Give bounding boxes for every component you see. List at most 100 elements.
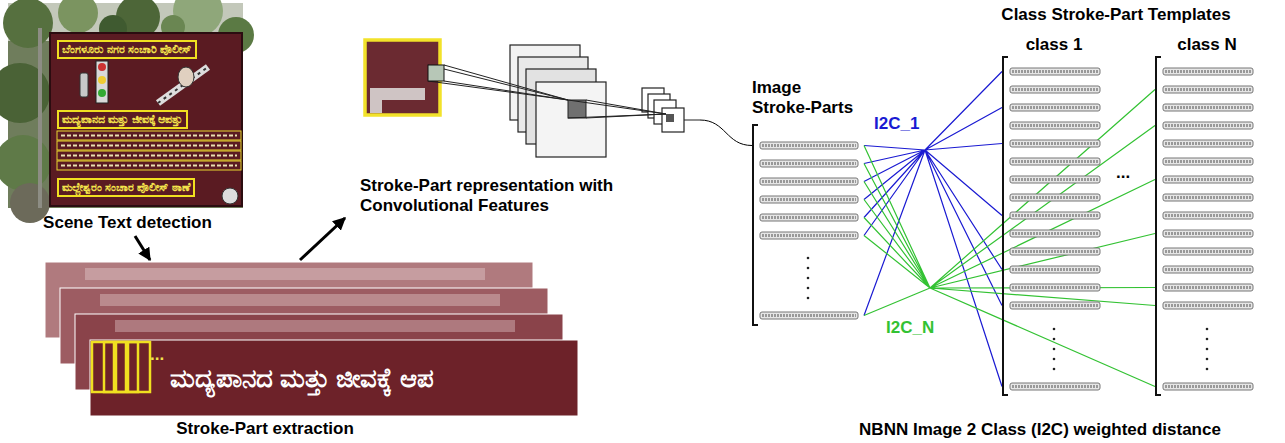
feature-vector [1010, 212, 1100, 219]
text-strip [90, 340, 578, 416]
feature-cells [1165, 88, 1251, 91]
sign-board [50, 33, 242, 206]
ellipsis-dot [1053, 328, 1056, 331]
small-text-strokes [61, 135, 237, 137]
cnn-block: Stroke-Part representation with Convolut… [330, 38, 700, 218]
detection-box [57, 161, 241, 170]
feature-vector [1163, 212, 1253, 219]
ellipsis-dot [807, 267, 810, 270]
column-heading: class N [1155, 35, 1259, 55]
feature-cells [1165, 268, 1251, 271]
detection-box [57, 131, 241, 140]
sign-text: ಮದ್ಯಪಾನದ ಮತ್ತು ಜೀವಕ್ಕೆ ಆಪತ್ತು [59, 112, 186, 127]
feature-vector [760, 214, 858, 221]
ellipsis-dot [1206, 338, 1209, 341]
feature-cells [762, 198, 856, 201]
strip-text: ಮದ್ಯಪಾನದ ಮತ್ತು ಜೀವಕ್ಕೆ ಆಪ [170, 340, 578, 416]
scene-photo: Scene Text detection ಬೆಂಗಳೂರು ನಗರ ಸಂಚಾರಿ … [5, 3, 250, 234]
rail-icon [158, 67, 208, 103]
stroke-part-set: Image Stroke-Parts [752, 78, 864, 330]
feature-vector [760, 160, 858, 167]
feature-vector [1010, 68, 1100, 75]
projection-line [586, 100, 666, 114]
filter-square [428, 65, 444, 81]
connector-line [700, 120, 752, 146]
projection-line [444, 65, 568, 100]
ellipsis-dot [807, 257, 810, 260]
feature-cells [1165, 250, 1251, 253]
feature-vector [1010, 176, 1100, 183]
filter-square [666, 114, 674, 122]
projection-line [444, 81, 568, 100]
ellipsis-dot [807, 277, 810, 280]
feature-vector [1010, 86, 1100, 93]
projection-line [568, 100, 666, 114]
illustration [1002, 35, 1106, 398]
feature-vector [1163, 86, 1253, 93]
ellipsis-dot [807, 297, 810, 300]
class-column: class N [1155, 35, 1259, 398]
feature-map [662, 108, 684, 132]
feature-cells [1165, 304, 1251, 307]
feature-cells [1012, 268, 1098, 271]
illustration [45, 260, 578, 442]
feature-vector [1163, 140, 1253, 147]
logo-icon [222, 188, 238, 204]
heading: Image Stroke-Parts [752, 78, 864, 118]
feature-cells [1012, 196, 1098, 199]
feature-vector [1010, 140, 1100, 147]
feature-cells [762, 216, 856, 219]
ellipsis-dot [1206, 328, 1209, 331]
feature-cells [1012, 124, 1098, 127]
match-lines [864, 72, 1002, 387]
template-group: Class Stroke-Part Templatesclass 1class … [950, 3, 1282, 400]
feature-cells [1012, 385, 1098, 388]
feature-cells [1165, 232, 1251, 235]
hand-icon [178, 67, 194, 87]
output-line [684, 120, 700, 121]
strip-text-shadow [100, 294, 500, 306]
feature-cells [1012, 250, 1098, 253]
bracket [1156, 57, 1161, 395]
small-text-strokes [61, 165, 237, 167]
feature-vector [1010, 158, 1100, 165]
detection-box: ಬೆಂಗಳೂರು ನಗರ ಸಂಚಾರಿ ಪೊಲೀಸ್ [57, 40, 197, 59]
feature-vector [1010, 284, 1100, 291]
flow-arrow [300, 218, 345, 260]
feature-cells [762, 144, 856, 147]
ellipsis-dot [1053, 368, 1056, 371]
feature-cells [1012, 178, 1098, 181]
feature-vector [1010, 383, 1100, 390]
caption: Scene Text detection [5, 213, 250, 233]
feature-vector [760, 312, 858, 319]
pole [38, 28, 42, 208]
feature-vector [760, 232, 858, 239]
projection-line [568, 114, 666, 118]
heading: Class Stroke-Part Templates [950, 3, 1282, 27]
feature-cells [1012, 214, 1098, 217]
ellipsis-dot [807, 287, 810, 290]
sign-text: ಮಲ್ಲೇಶ್ವರಂ ಸಂಚಾರ ಪೊಲೀಸ್ ಠಾಣೆ [59, 180, 193, 195]
stroke-shape [370, 88, 425, 113]
feature-vector [1163, 248, 1253, 255]
detection-box: ಮಲ್ಲೇಶ್ವರಂ ಸಂಚಾರ ಪೊಲೀಸ್ ಠಾಣೆ [57, 178, 195, 197]
caption: Stroke-Part representation with Convolut… [360, 176, 635, 216]
ellipsis-dot [1053, 338, 1056, 341]
signal-icon [96, 61, 108, 103]
feature-cells [1165, 142, 1251, 145]
foliage [3, 0, 53, 48]
feature-vector [1163, 176, 1253, 183]
match-lines [864, 90, 1155, 387]
feature-cells [1012, 70, 1098, 73]
feature-vector [1163, 284, 1253, 291]
bracket [753, 125, 758, 325]
small-text-strokes [61, 155, 237, 157]
projection-line [428, 65, 568, 100]
text-strip [45, 262, 533, 338]
feature-cells [1012, 106, 1098, 109]
small-text-strokes [61, 145, 237, 147]
feature-cells [1012, 286, 1098, 289]
feature-vector [760, 196, 858, 203]
